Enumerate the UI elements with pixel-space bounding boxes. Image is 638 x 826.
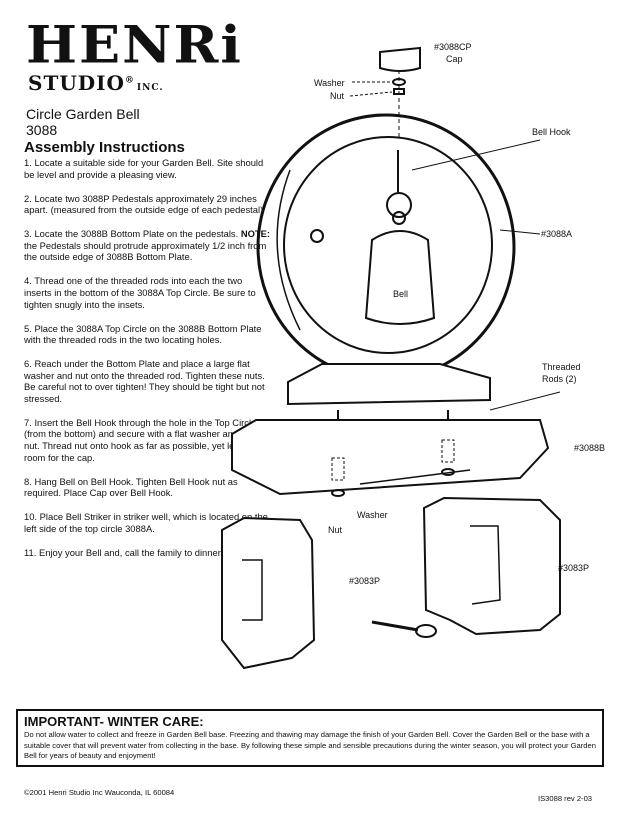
winter-care-title: IMPORTANT- WINTER CARE: [24, 714, 204, 729]
step-1: 1. Locate a suitable side for your Garde… [24, 157, 264, 180]
label-washer-top: Washer [314, 78, 345, 88]
step-6: 6. Reach under the Bottom Plate and plac… [24, 358, 265, 404]
label-threaded-rods: Threaded Rods (2) [542, 362, 581, 384]
pedestal-right-notch [470, 525, 501, 605]
top-circle-inner [283, 136, 493, 354]
instruction-steps: 1. Locate a suitable side for your Garde… [24, 157, 272, 571]
step-8: 8. Hang Bell on Bell Hook. Tighten Bell … [24, 475, 238, 499]
product-name: Circle Garden Bell [26, 106, 140, 122]
label-nut-bottom: Nut [328, 525, 343, 535]
brand-sub-logo: STUDIO®INC. [28, 71, 163, 95]
label-pedestal-right: #3083P [558, 563, 590, 573]
step-10: 10. Place Bell Striker in striker well, … [24, 511, 268, 534]
step-2: 2. Locate two 3088P Pedestals approximat… [24, 192, 264, 216]
top-circle-base [287, 363, 491, 406]
bell-shape [364, 230, 436, 325]
brand-inc: INC. [136, 83, 164, 93]
rods-pointer [489, 391, 561, 411]
label-washer-bottom: Washer [357, 510, 388, 520]
brand-sub: STUDIO [28, 71, 125, 95]
winter-care-body: Do not allow water to collect and freeze… [24, 730, 596, 760]
top-circle-depth [276, 169, 301, 331]
label-bottom-plate: #3088B [574, 443, 606, 453]
step-11: 11. Enjoy your Bell and, call the family… [24, 546, 223, 558]
step-4: 4. Thread one of the threaded rods into … [24, 275, 256, 310]
cap-part [379, 46, 421, 72]
step-5: 5. Place the 3088A Top Circle on the 308… [24, 322, 262, 346]
bell-striker-head [415, 624, 437, 638]
bottom-plate [231, 419, 550, 496]
copyright-text: ©2001 Henri Studio Inc Wauconda, IL 6008… [24, 788, 175, 797]
revision-text: IS3088 rev 2-03 [538, 794, 593, 803]
pedestal-right-shape [422, 496, 561, 636]
bell-striker-handle [371, 620, 419, 632]
pedestal-left-shape [221, 516, 316, 670]
brand-logo: HENRi [26, 14, 243, 75]
instructions-title: Assembly Instructions [24, 139, 185, 156]
step-7: 7. Insert the Bell Hook through the hole… [24, 416, 258, 463]
pedestal-left-notch [242, 559, 263, 621]
label-bell: Bell [393, 289, 409, 299]
bottom-plate-slot [359, 469, 471, 485]
label-cap-number: #3088CP [434, 42, 472, 52]
bottom-nut-right [441, 468, 455, 476]
winter-care-box: IMPORTANT- WINTER CARE: Do not allow wat… [16, 709, 604, 767]
label-top-circle: #3088A [541, 229, 573, 239]
step-3: 3. Locate the 3088B Bottom Plate on the … [24, 228, 271, 263]
registered-mark: ® [124, 75, 135, 86]
bottom-washer-left [331, 457, 345, 481]
bell-hook-ring [386, 192, 412, 218]
bottom-washer-right [441, 439, 455, 463]
bell-ring [392, 211, 406, 225]
label-pedestal-left: #3083P [349, 576, 381, 586]
bottom-nut-left [331, 489, 345, 497]
label-cap: Cap [446, 54, 463, 64]
label-bell-hook: Bell Hook [532, 127, 571, 137]
label-nut-top: Nut [330, 91, 345, 101]
striker-well [310, 229, 324, 243]
product-number: 3088 [26, 122, 58, 138]
